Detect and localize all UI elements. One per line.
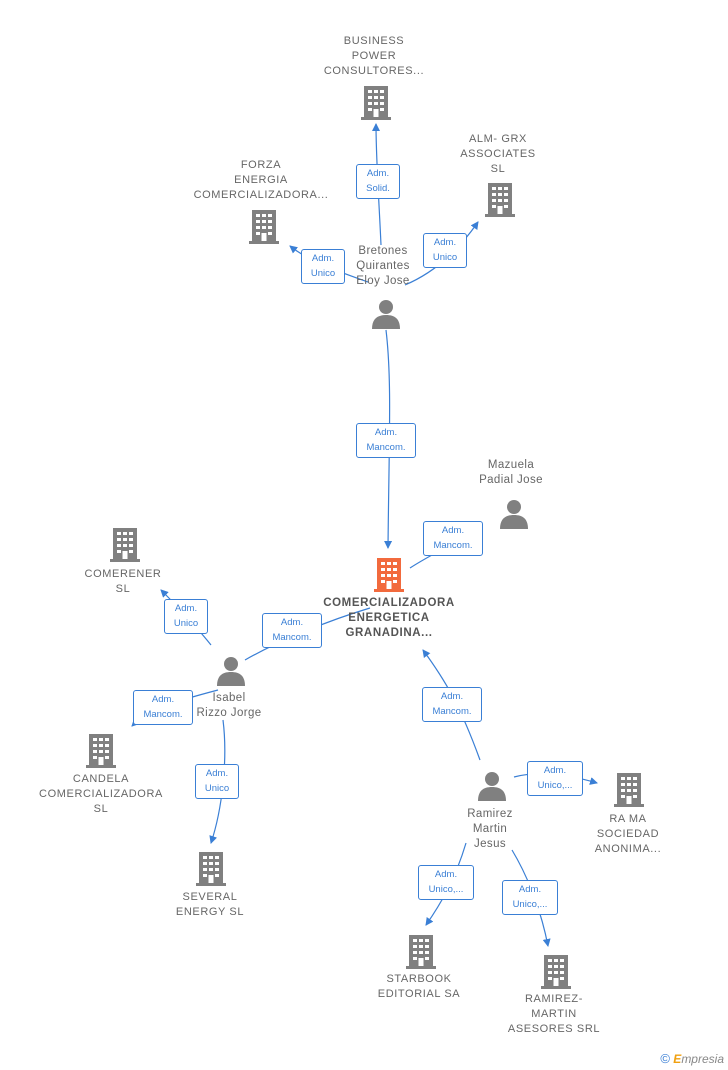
edge-label-mazuela-main[interactable]: Adm.Mancom.: [423, 521, 483, 556]
building-icon[interactable]: [541, 955, 571, 989]
edge-label-isabel-main[interactable]: Adm.Mancom.: [262, 613, 322, 648]
edge-label-ramirez-main[interactable]: Adm.Mancom.: [422, 687, 482, 722]
empresia-logo: © Empresia: [660, 1051, 724, 1066]
edge-bretones-main: [384, 329, 393, 549]
building-icon[interactable]: [406, 935, 436, 969]
edge-label-isabel-candela[interactable]: Adm.Mancom.: [133, 690, 193, 725]
edge-label-isabel-comerener[interactable]: Adm.Unico: [164, 599, 208, 634]
edge-label-isabel-several[interactable]: Adm.Unico: [195, 764, 239, 799]
edge-label-ramirez-rama[interactable]: Adm.Unico,...: [527, 761, 583, 796]
building-icon[interactable]: [485, 183, 515, 217]
edge-label-bretones-main[interactable]: Adm.Mancom.: [356, 423, 416, 458]
edge-label-bretones-forza[interactable]: Adm.Unico: [301, 249, 345, 284]
building-icon[interactable]: [249, 210, 279, 244]
building-icon[interactable]: [361, 86, 391, 120]
edge-label-bretones-alm[interactable]: Adm.Unico: [423, 233, 467, 268]
edge-label-ramirez-starbook[interactable]: Adm.Unico,...: [418, 865, 474, 900]
building-icon[interactable]: [196, 852, 226, 886]
building-icon-highlighted[interactable]: [374, 558, 404, 592]
person-icon[interactable]: [499, 499, 529, 529]
person-icon[interactable]: [477, 771, 507, 801]
building-icon[interactable]: [86, 734, 116, 768]
building-icon[interactable]: [110, 528, 140, 562]
edge-label-ramirez-asesores[interactable]: Adm.Unico,...: [502, 880, 558, 915]
edge-label-bretones-business[interactable]: Adm.Solid.: [356, 164, 400, 199]
person-icon[interactable]: [371, 299, 401, 329]
person-icon[interactable]: [216, 656, 246, 686]
building-icon[interactable]: [614, 773, 644, 807]
